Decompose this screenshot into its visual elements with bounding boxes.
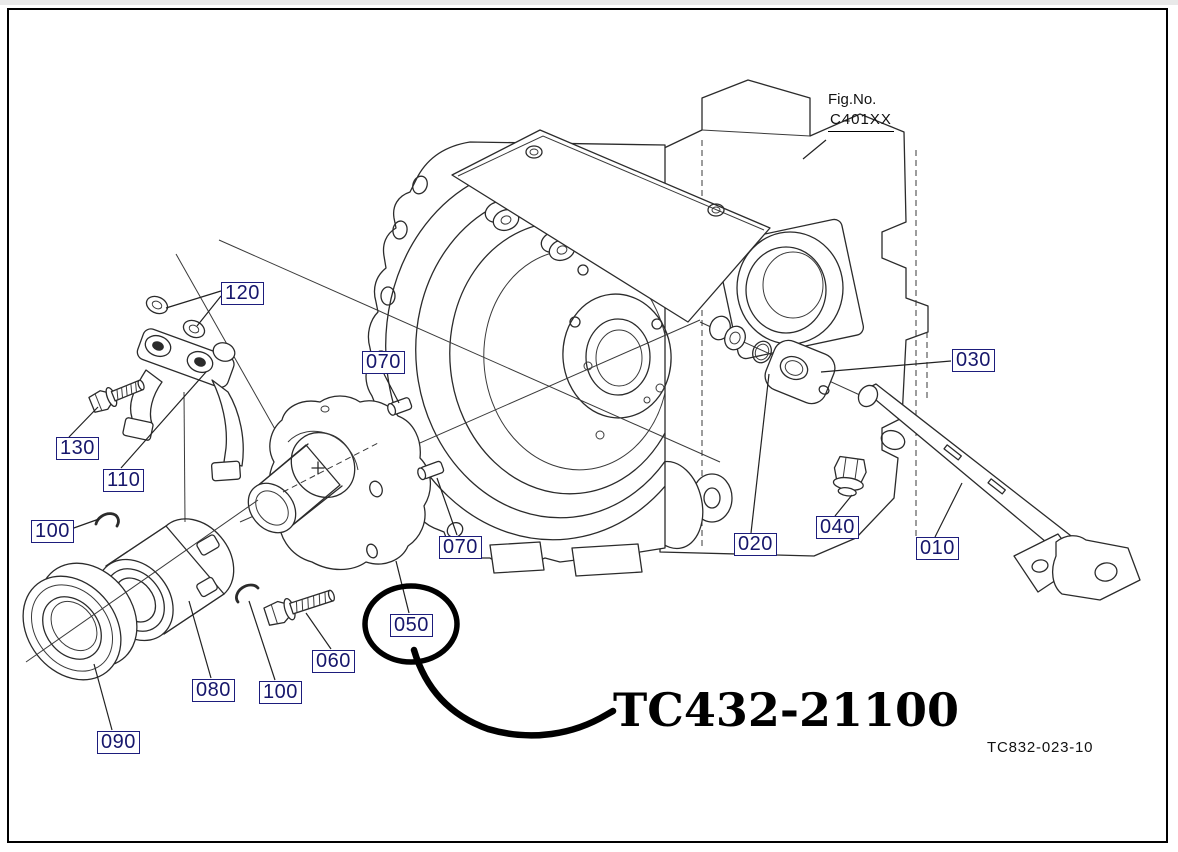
- leader-100-b: [248, 600, 276, 681]
- leader-070-a: [383, 373, 400, 404]
- leader-lines: [68, 290, 963, 731]
- leader-110: [120, 371, 207, 469]
- part-label-110[interactable]: 110: [103, 469, 145, 492]
- fig-no-value[interactable]: C401XX: [828, 110, 894, 132]
- part-label-100-a[interactable]: 100: [31, 520, 74, 543]
- leader-020: [750, 373, 770, 534]
- part-label-060[interactable]: 060: [312, 650, 355, 673]
- fork-bolt: [88, 379, 145, 413]
- release-bearing: [22, 499, 259, 681]
- snap-ring-lower: [235, 583, 260, 604]
- part-label-120[interactable]: 120: [221, 282, 264, 305]
- leader-010: [934, 482, 963, 538]
- leader-030: [820, 360, 952, 373]
- scan-edge-strip: [0, 0, 1178, 5]
- figure-reference: Fig.No. C401XX: [828, 90, 894, 132]
- highlight-swoosh: [410, 646, 617, 739]
- leader-060: [305, 612, 332, 650]
- leader-090: [93, 663, 113, 731]
- part-label-030[interactable]: 030: [952, 349, 995, 372]
- part-label-070-b[interactable]: 070: [439, 536, 482, 559]
- part-label-080[interactable]: 080: [192, 679, 235, 702]
- detent-pin-bottom: [417, 460, 445, 481]
- part-label-090[interactable]: 090: [97, 731, 140, 754]
- part-label-040[interactable]: 040: [816, 516, 859, 539]
- bearing-cover: [247, 395, 431, 571]
- part-label-130[interactable]: 130: [56, 437, 99, 460]
- clutch-fork: [122, 295, 244, 482]
- leader-120: [165, 290, 222, 309]
- fig-no-label: Fig.No.: [828, 91, 877, 108]
- highlighted-part-number: TC432-21100: [613, 683, 959, 737]
- drawing-code: TC832-023-10: [987, 739, 1094, 756]
- leader-070-b: [436, 477, 458, 536]
- leader-120: [196, 295, 222, 327]
- cover-bolt: [263, 589, 335, 626]
- leader-080: [188, 600, 212, 679]
- part-label-050[interactable]: 050: [390, 614, 433, 637]
- shift-lever-shaft: [857, 383, 1141, 601]
- part-label-020[interactable]: 020: [734, 533, 777, 556]
- drain-plug: [832, 455, 867, 497]
- highlight-circle: [362, 583, 460, 665]
- top-cover-plate: [451, 129, 771, 323]
- part-label-100-b[interactable]: 100: [259, 681, 302, 704]
- leader-100-a: [70, 518, 100, 530]
- diagram-border-frame: [7, 8, 1168, 843]
- detent-pin-top: [387, 397, 413, 416]
- leader-130: [68, 406, 99, 438]
- gearcase-housing: [640, 79, 929, 557]
- part-label-010[interactable]: 010: [916, 537, 959, 560]
- snap-ring-upper: [94, 512, 120, 528]
- shaft-plate-and-seals: [709, 315, 836, 405]
- fig-ref-leader: [802, 139, 827, 160]
- leader-040: [834, 494, 853, 517]
- part-label-070-a[interactable]: 070: [362, 351, 405, 374]
